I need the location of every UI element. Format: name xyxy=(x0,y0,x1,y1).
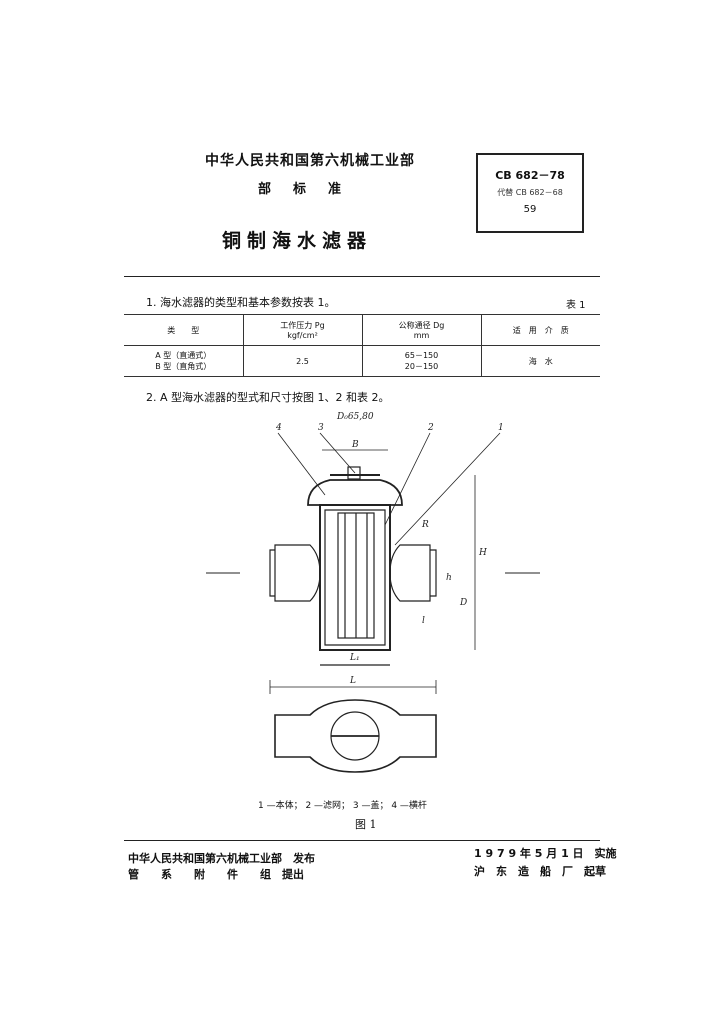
plan-view xyxy=(274,699,437,773)
leader-3 xyxy=(319,432,356,474)
leader-4 xyxy=(277,432,326,496)
header-divider xyxy=(124,276,600,277)
footer-effective-date: 1 9 7 9 年 5 月 1 日 实施 xyxy=(474,847,617,860)
parameters-table: 类 型 工作压力 Pg kgf/cm² 公称通径 Dg mm 适 用 介 质 A… xyxy=(124,314,600,377)
section-1-text: 1. 海水滤器的类型和基本参数按表 1。 xyxy=(146,296,336,309)
inlet-pipe xyxy=(274,544,321,602)
dim-label-L: L xyxy=(349,676,356,686)
outlet-pipe xyxy=(389,544,431,602)
body-outline xyxy=(319,504,391,651)
figure-caption: 1 —本体； 2 —滤网； 3 —盖； 4 —横杆 xyxy=(258,801,427,811)
dim-label-l: l xyxy=(422,616,425,626)
issuer-heading: 中华人民共和国第六机械工业部 xyxy=(205,153,415,169)
callout-2: 2 xyxy=(427,423,434,433)
standard-serial: 59 xyxy=(523,204,537,215)
replaces-code: 代替 CB 682－68 xyxy=(497,188,563,197)
footer-drafted-by: 沪 东 造 船 厂 起草 xyxy=(474,865,606,878)
table-header-row: 类 型 工作压力 Pg kgf/cm² 公称通径 Dg mm 适 用 介 质 xyxy=(124,314,600,346)
callout-3: 3 xyxy=(318,423,324,433)
filter-drawing: D₀65,80 4 3 2 1 B R H h D L₁ L l xyxy=(206,412,540,773)
callout-4: 4 xyxy=(275,423,282,433)
cell-diameter: 65－150 20－150 xyxy=(361,345,481,377)
footer-issued-by: 中华人民共和国第六机械工业部 发布 xyxy=(128,852,315,865)
document-title: 铜制海水滤器 xyxy=(222,230,373,252)
callout-1: 1 xyxy=(498,423,504,433)
dim-label-H: H xyxy=(478,548,487,558)
table-label: 表 1 xyxy=(566,300,586,311)
section-2-text: 2. A 型海水滤器的型式和尺寸按图 1、2 和表 2。 xyxy=(146,391,390,404)
leader-1 xyxy=(394,432,501,546)
cover xyxy=(307,479,403,506)
top-dim-label: D₀65,80 xyxy=(336,412,374,422)
table-row: A 型（直通式） B 型（直角式） 2.5 65－150 20－150 海 水 xyxy=(124,345,600,377)
header-medium: 适 用 介 质 xyxy=(480,314,600,346)
cross-bar-nut xyxy=(347,466,361,480)
inlet-flange xyxy=(269,549,275,597)
cell-medium: 海 水 xyxy=(480,345,600,377)
standard-code: CB 682－78 xyxy=(495,169,565,182)
leader-2 xyxy=(384,432,431,526)
footer-divider xyxy=(124,840,600,841)
footer-proposed-by: 管 系 附 件 组 提出 xyxy=(128,868,304,881)
dim-label-h: h xyxy=(446,573,452,583)
dim-label-D: D xyxy=(459,598,467,608)
header-pressure: 工作压力 Pg kgf/cm² xyxy=(242,314,362,346)
standard-number-box: CB 682－78 代替 CB 682－68 59 xyxy=(476,153,584,233)
dim-label-B: B xyxy=(351,440,359,450)
standard-type-heading: 部标准 xyxy=(258,182,364,197)
header-diameter: 公称通径 Dg mm xyxy=(361,314,481,346)
outlet-flange xyxy=(430,549,437,597)
figure-number: 图 1 xyxy=(355,818,377,831)
body-inner xyxy=(324,509,386,646)
header-type: 类 型 xyxy=(124,314,243,346)
dim-label-L1: L₁ xyxy=(349,653,360,663)
cell-type: A 型（直通式） B 型（直角式） xyxy=(124,345,243,377)
cell-pressure: 2.5 xyxy=(242,345,362,377)
dim-label-R: R xyxy=(421,520,429,530)
